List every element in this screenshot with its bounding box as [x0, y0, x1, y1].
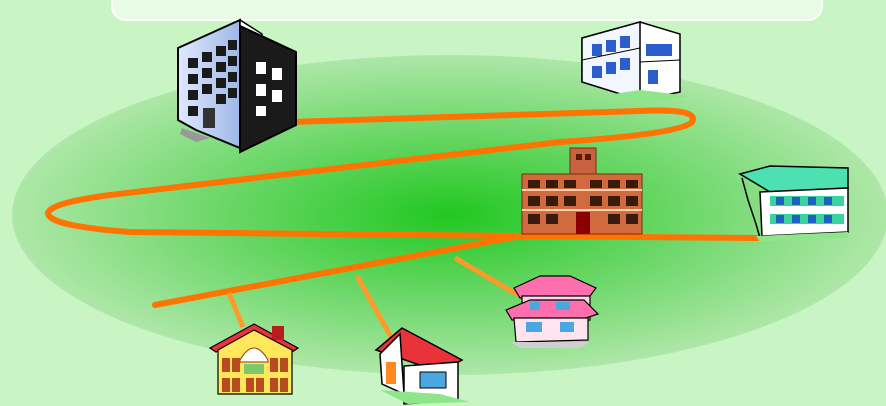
apartment-white-icon — [581, 21, 690, 104]
house-pink-icon — [505, 275, 600, 348]
house-red-roof-icon — [374, 327, 470, 405]
brick-building-icon — [521, 147, 643, 235]
top-panel — [111, 0, 823, 21]
backbone-line — [45, 107, 763, 241]
field-oval — [12, 55, 886, 375]
house-yellow-icon — [208, 323, 300, 395]
drop-line-pink-house — [453, 255, 520, 298]
apartment-green-icon — [738, 165, 849, 242]
drop-line-yellow-house — [226, 292, 246, 328]
branch-line — [152, 233, 523, 308]
drop-line-red-house — [354, 274, 394, 339]
office-building-icon — [177, 18, 297, 154]
